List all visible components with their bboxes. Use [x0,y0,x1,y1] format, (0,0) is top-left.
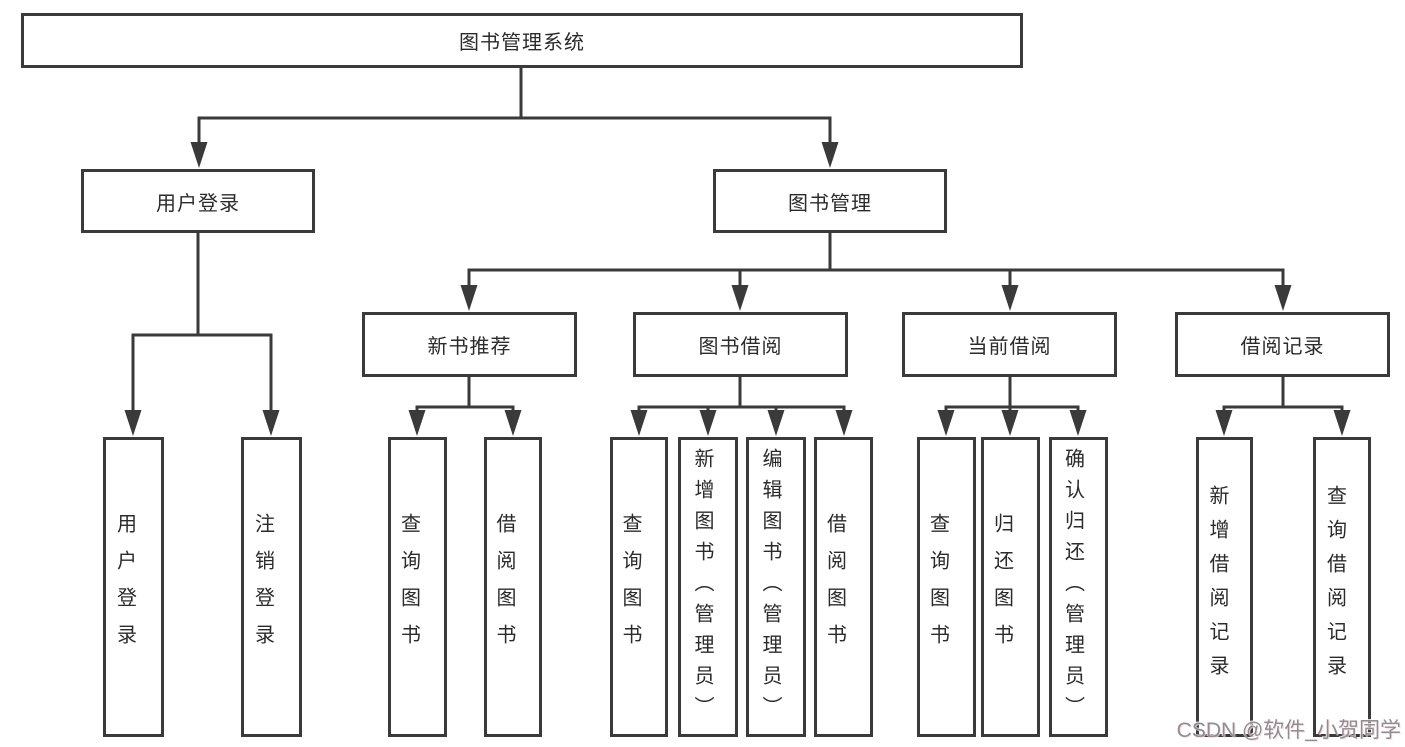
leaf-query-books-current: 查询图书 [917,437,976,737]
node-label: 查询图书 [619,513,641,661]
node-label: 新增图书（管理员） [691,447,713,727]
node-current-borrowing: 当前借阅 [902,312,1117,377]
node-label: 图书借阅 [698,336,783,358]
leaf-confirm-return-admin: 确认归还（管理员） [1049,437,1108,737]
node-book-borrowing: 图书借阅 [633,312,848,377]
leaf-query-borrow-record: 查询借阅记录 [1313,437,1371,737]
leaf-user-login: 用户登录 [103,437,164,737]
node-label: 查询图书 [926,513,949,661]
node-label: 新增借阅记录 [1206,485,1228,689]
leaf-logout: 注销登录 [241,437,302,737]
node-borrowing-records: 借阅记录 [1175,312,1390,377]
leaf-return-books: 归还图书 [981,437,1040,737]
node-book-management: 图书管理 [713,169,947,233]
node-label: 归还图书 [990,513,1013,661]
node-library-management-system: 图书管理系统 [21,13,1023,68]
leaf-query-books-borrowing: 查询图书 [610,437,668,737]
csdn-watermark: CSDN @软件_小贺同学 [1176,719,1401,742]
leaf-add-books-admin: 新增图书（管理员） [678,437,738,737]
node-label: 图书管理 [788,192,872,215]
leaf-borrow-books-recommend: 借阅图书 [484,437,542,737]
node-label: 当前借阅 [967,336,1052,358]
node-label: 借阅记录 [1240,336,1325,358]
node-label: 用户登录 [113,513,136,661]
node-user-login-group: 用户登录 [81,169,315,233]
node-label: 注销登录 [251,513,274,661]
node-label: 借阅图书 [493,513,515,661]
leaf-add-borrow-record: 新增借阅记录 [1196,437,1253,737]
leaf-borrow-books-borrowing: 借阅图书 [814,437,873,737]
leaf-query-books-recommend: 查询图书 [388,437,447,737]
node-new-book-recommendation: 新书推荐 [362,312,577,377]
node-label: 查询借阅记录 [1323,485,1346,689]
node-label: 查询图书 [397,513,420,661]
node-label: 用户登录 [156,192,240,215]
node-label: 确认归还（管理员） [1061,447,1084,727]
node-label: 借阅图书 [823,513,846,661]
leaf-edit-books-admin: 编辑图书（管理员） [746,437,806,737]
node-label: 新书推荐 [427,336,512,358]
node-label: 图书管理系统 [459,32,585,54]
node-label: 编辑图书（管理员） [759,447,781,727]
